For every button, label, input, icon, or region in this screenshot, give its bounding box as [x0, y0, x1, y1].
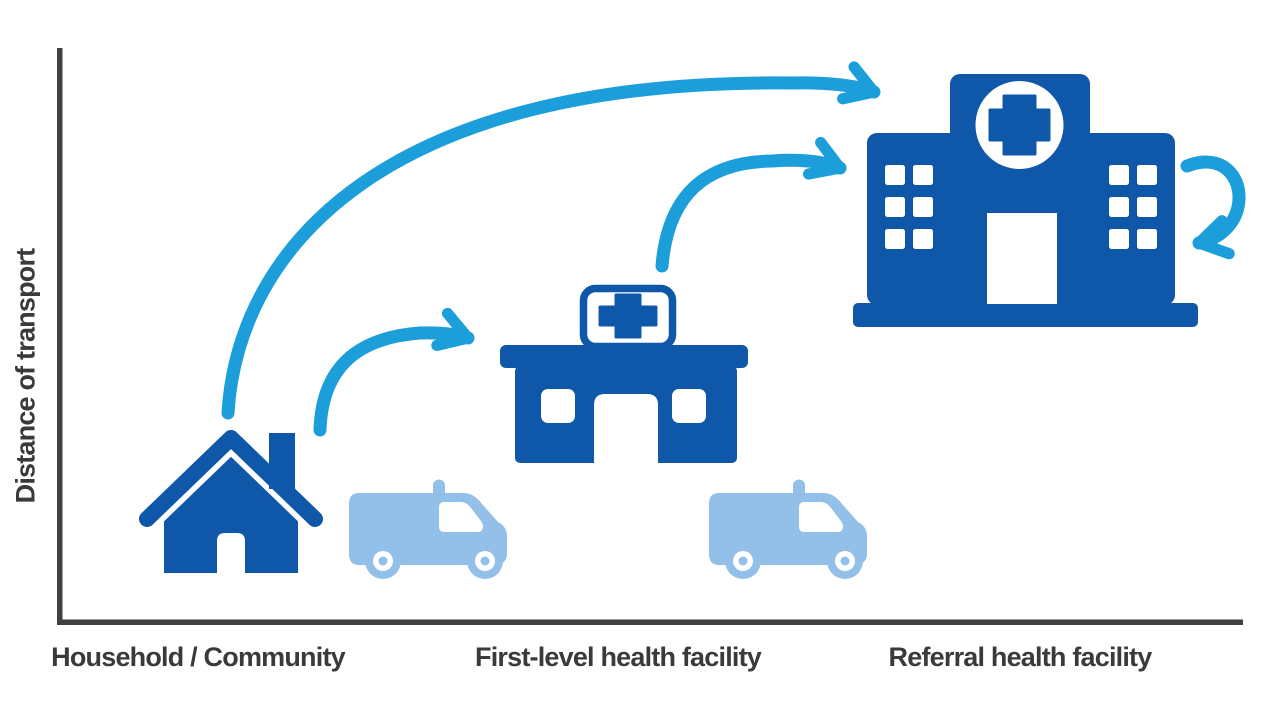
arrow-household-to-referral [221, 61, 881, 420]
y-axis-line [57, 48, 63, 624]
y-axis-label: Distance of transport [10, 248, 41, 504]
ambulance-icon [709, 479, 867, 579]
medical-cross-icon [598, 293, 658, 339]
medical-cross-icon [988, 94, 1051, 156]
x-axis-label-household: Household / Community [51, 642, 346, 672]
ambulance-icon [349, 479, 507, 579]
x-axis-line [57, 619, 1243, 625]
arrow-first-level-to-referral [655, 136, 847, 273]
x-axis-label-referral: Referral health facility [888, 642, 1153, 672]
house-icon [133, 424, 329, 573]
x-axis-label-first-level: First-level health facility [475, 642, 762, 672]
arrow-referral-loop [1180, 155, 1246, 260]
arrow-household-to-first-level [313, 307, 475, 437]
referral-facility-icon [853, 74, 1198, 327]
first-level-facility-icon [500, 284, 748, 463]
